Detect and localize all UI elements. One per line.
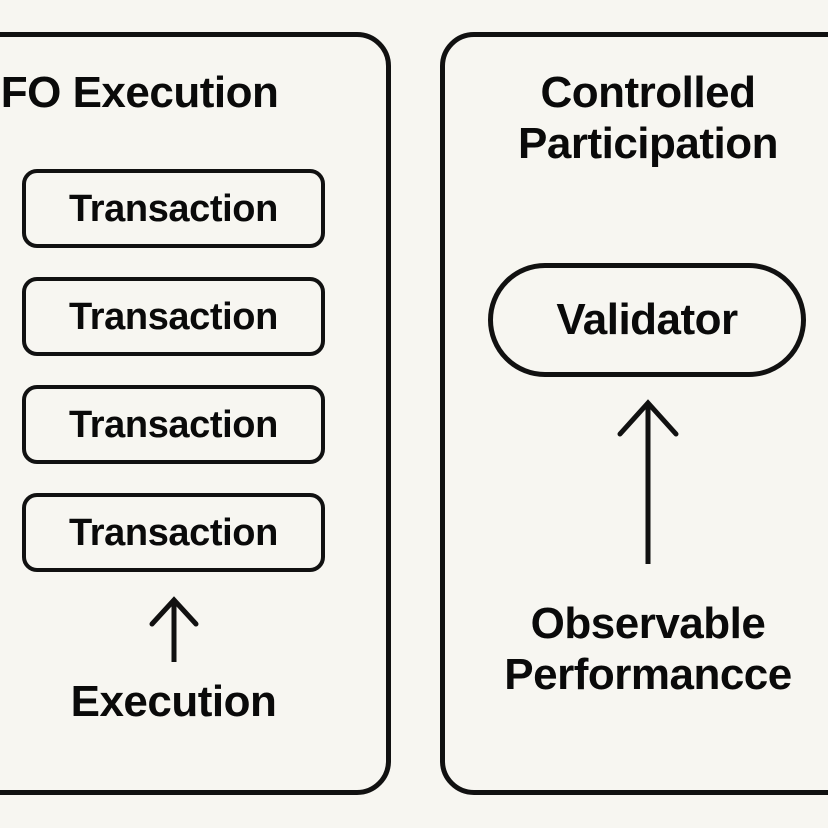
up-arrow-icon — [617, 399, 679, 564]
validator-label: Validator — [556, 295, 738, 344]
transaction-stack: Transaction Transaction Transaction Tran… — [22, 169, 325, 572]
caption-observable-performance: Observable Performancce — [504, 599, 792, 700]
panel-title-controlled-participation: Controlled Participation — [518, 68, 779, 169]
transaction-label: Transaction — [69, 403, 278, 446]
caption-execution: Execution — [70, 677, 277, 726]
transaction-label: Transaction — [69, 187, 278, 230]
panel-controlled-participation — [440, 32, 828, 795]
transaction-box-2[interactable]: Transaction — [22, 277, 325, 356]
panel-fifo-execution — [0, 32, 391, 795]
transaction-label: Transaction — [69, 511, 278, 554]
validator-node[interactable]: Validator — [488, 263, 806, 377]
transaction-label: Transaction — [69, 295, 278, 338]
transaction-box-3[interactable]: Transaction — [22, 385, 325, 464]
up-arrow-icon — [149, 596, 199, 662]
transaction-box-4[interactable]: Transaction — [22, 493, 325, 572]
transaction-box-1[interactable]: Transaction — [22, 169, 325, 248]
panel-title-fifo-execution: FIFO Execution — [0, 68, 279, 117]
